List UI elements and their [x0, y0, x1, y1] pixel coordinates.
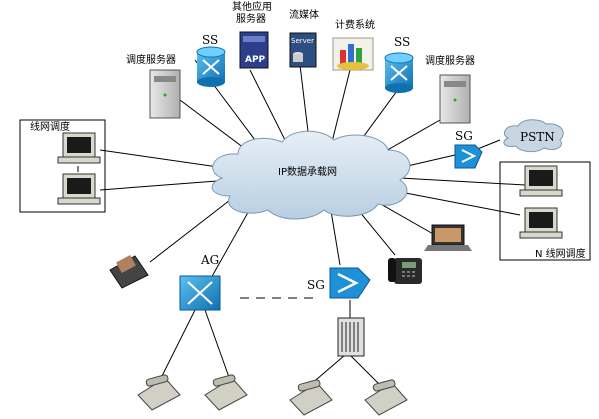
billing-label: 计费系统: [335, 18, 375, 31]
app-badge-text: APP: [245, 55, 266, 65]
sg-top-label: SG: [455, 129, 473, 143]
laptop-icon: [424, 224, 472, 251]
dispatch-server-left-icon: [149, 69, 181, 119]
pstn-label: PSTN: [520, 130, 555, 144]
app-server-icon: APP: [239, 31, 269, 69]
dispatch-server-right-label: 调度服务器: [425, 54, 475, 67]
streaming-server-icon: Server: [289, 32, 317, 68]
analog-phone-icon: [137, 374, 181, 411]
computer-icon: [519, 207, 563, 239]
ag-switch-icon: [179, 275, 221, 311]
line-dispatch-right-group: N 线网调度: [499, 161, 591, 261]
ss-right-switch-icon: [384, 52, 414, 93]
line-dispatch-left-label: 线网调度: [30, 120, 70, 133]
ss-left-switch-icon: [196, 46, 226, 87]
line-dispatch-left-group: 线网调度: [19, 119, 106, 213]
sg-bottom-label: SG: [307, 278, 325, 292]
desk-phone-icon: [388, 258, 422, 284]
line-dispatch-right-label: N 线网调度: [535, 247, 586, 260]
billing-system-icon: [332, 37, 374, 71]
ss-left-label: SS: [202, 33, 218, 47]
computer-icon: [57, 173, 101, 205]
dispatch-server-right-icon: [439, 74, 471, 124]
ag-label: AG: [200, 253, 219, 267]
sg-bottom-gateway-icon: [329, 267, 371, 299]
video-phone-icon: [109, 254, 149, 289]
computer-icon: [519, 165, 563, 197]
analog-phone-icon: [204, 374, 248, 411]
ss-right-label: SS: [394, 35, 410, 49]
sg-top-gateway-icon: [454, 144, 483, 169]
analog-phone-icon: [364, 379, 408, 416]
other-app-server-label-line2: 服务器: [236, 12, 266, 25]
pbx-rack-icon: [337, 317, 365, 357]
pstn-cloud: [503, 119, 564, 153]
computer-icon: [57, 132, 101, 164]
other-app-server-label-line1: 其他应用: [232, 0, 272, 13]
streaming-label: 流媒体: [289, 8, 319, 21]
ip-network-cloud: [211, 130, 411, 220]
ip-network-label: IP数据承载网: [278, 165, 337, 178]
server-badge-text: Server: [291, 37, 314, 45]
analog-phone-icon: [289, 379, 333, 416]
dispatch-server-left-label: 调度服务器: [126, 53, 176, 66]
